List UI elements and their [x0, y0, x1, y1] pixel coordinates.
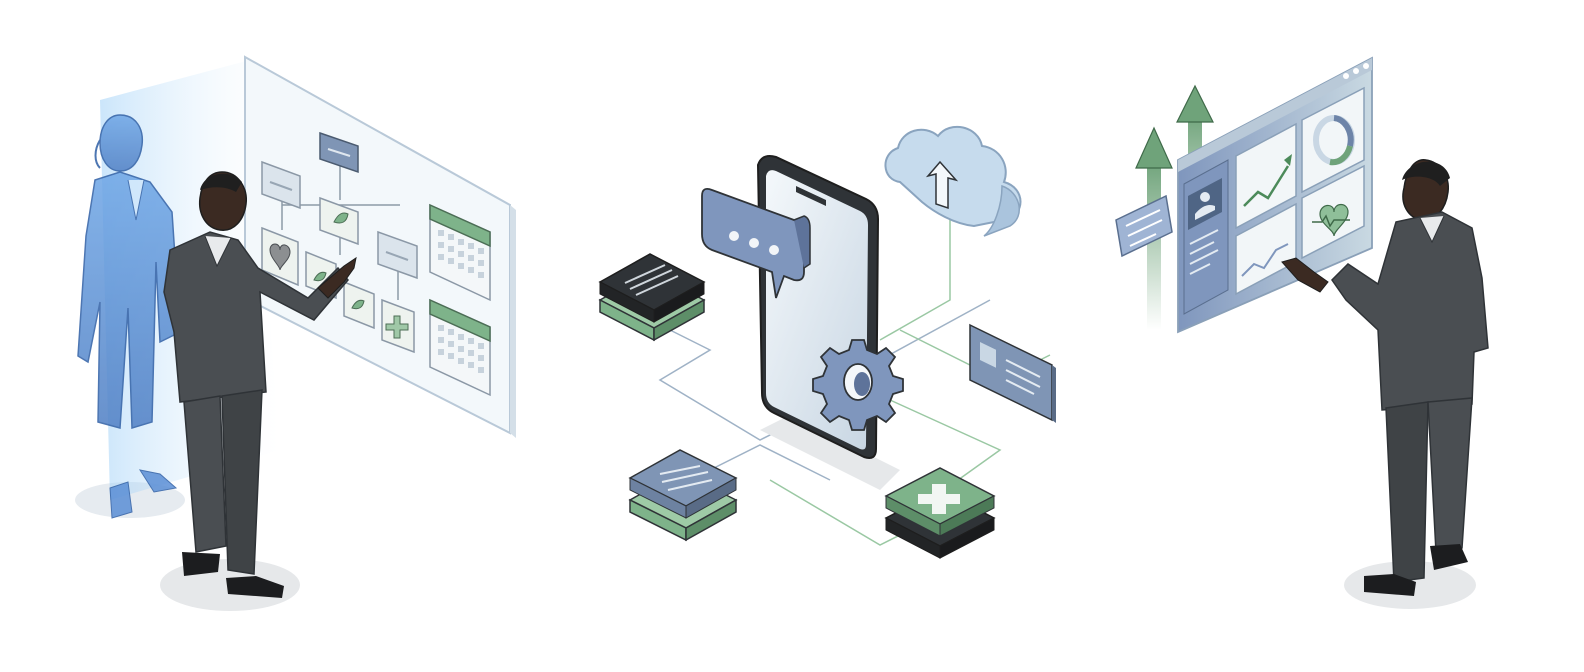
- flowchart-board-icon: [244, 55, 516, 438]
- medical-plus-icon: [884, 467, 996, 559]
- panel-workflow-planning: [75, 55, 516, 611]
- line-chart-icon: [1235, 122, 1297, 230]
- flow-node-text-right: [377, 230, 418, 280]
- plus-icon: [381, 298, 415, 354]
- leaf-icon: [343, 280, 375, 330]
- phone-shadow: [760, 415, 900, 490]
- flow-node-top: [319, 131, 359, 174]
- leaf-icon: [319, 196, 359, 246]
- hologram-person-icon: [77, 114, 181, 519]
- heart-icon: [1301, 164, 1365, 260]
- chat-bubble-icon: [701, 187, 811, 299]
- profile-card-icon: [1183, 159, 1229, 315]
- panel-mobile-integration-hub: [598, 126, 1056, 559]
- id-card-icon: [969, 323, 1056, 423]
- calendar-icon: [429, 203, 491, 302]
- calendar-icon: [429, 298, 491, 397]
- note-card-icon: [1115, 194, 1173, 258]
- cloud-upload-icon: [884, 126, 1022, 237]
- document-stack-icon: [628, 449, 738, 542]
- businessman-icon: [1281, 159, 1489, 596]
- panel-analytics-dashboard: [1115, 56, 1489, 609]
- heart-icon: [261, 226, 299, 287]
- server-stack-icon: [598, 253, 706, 342]
- gear-icon: [812, 339, 904, 431]
- donut-chart-icon: [1301, 86, 1365, 194]
- businessman-icon: [163, 171, 357, 598]
- dashboard-panel-icon: [1177, 56, 1373, 334]
